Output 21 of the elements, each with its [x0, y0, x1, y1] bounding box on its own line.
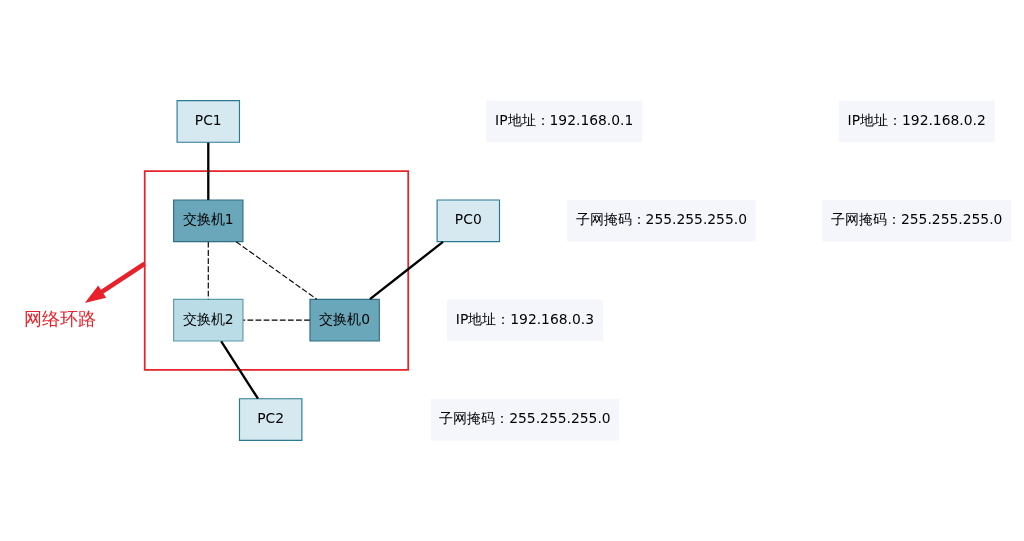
- label: IP地址：192.168.0.1: [494, 112, 633, 129]
- label: IP地址：192.168.0.3: [455, 310, 594, 327]
- label: 子网掩码：255.255.255.0: [438, 410, 611, 427]
- node-box: 交换机0: [308, 298, 380, 342]
- cluster: [143, 170, 409, 371]
- connector: [206, 142, 209, 200]
- connector: [368, 240, 444, 301]
- connector: [235, 241, 317, 300]
- label: 子网掩码：255.255.255.0: [830, 211, 1002, 228]
- label: IP地址：192.168.0.2: [847, 112, 986, 129]
- node-box: PC2: [238, 398, 302, 441]
- label: 子网掩码：255.255.255.0: [575, 211, 747, 228]
- connector: [242, 319, 310, 321]
- connector: [219, 340, 259, 400]
- node-box: 交换机2: [172, 298, 244, 342]
- connector: [207, 241, 209, 300]
- node-text: 网络环路: [23, 307, 96, 329]
- arrow: [84, 261, 146, 303]
- node-box: 交换机1: [172, 199, 244, 243]
- node-box: PC1: [176, 100, 240, 143]
- node-box: PC0: [436, 199, 500, 243]
